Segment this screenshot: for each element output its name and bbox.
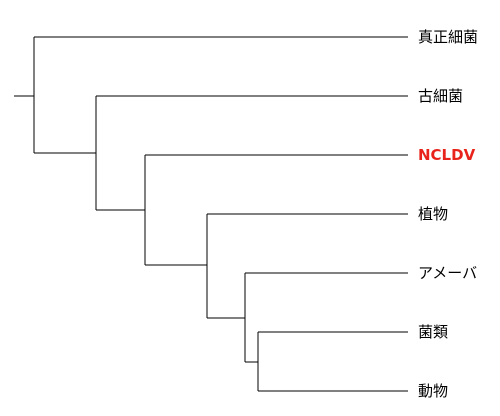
label-ncldv: NCLDV bbox=[418, 146, 476, 164]
label-archaea: 古細菌 bbox=[418, 87, 464, 105]
label-bacteria: 真正細菌 bbox=[418, 28, 479, 46]
label-fungi: 菌類 bbox=[418, 323, 449, 341]
label-amoeba: アメーバ bbox=[418, 264, 478, 282]
label-plants: 植物 bbox=[418, 205, 449, 223]
label-animals: 動物 bbox=[418, 382, 449, 400]
